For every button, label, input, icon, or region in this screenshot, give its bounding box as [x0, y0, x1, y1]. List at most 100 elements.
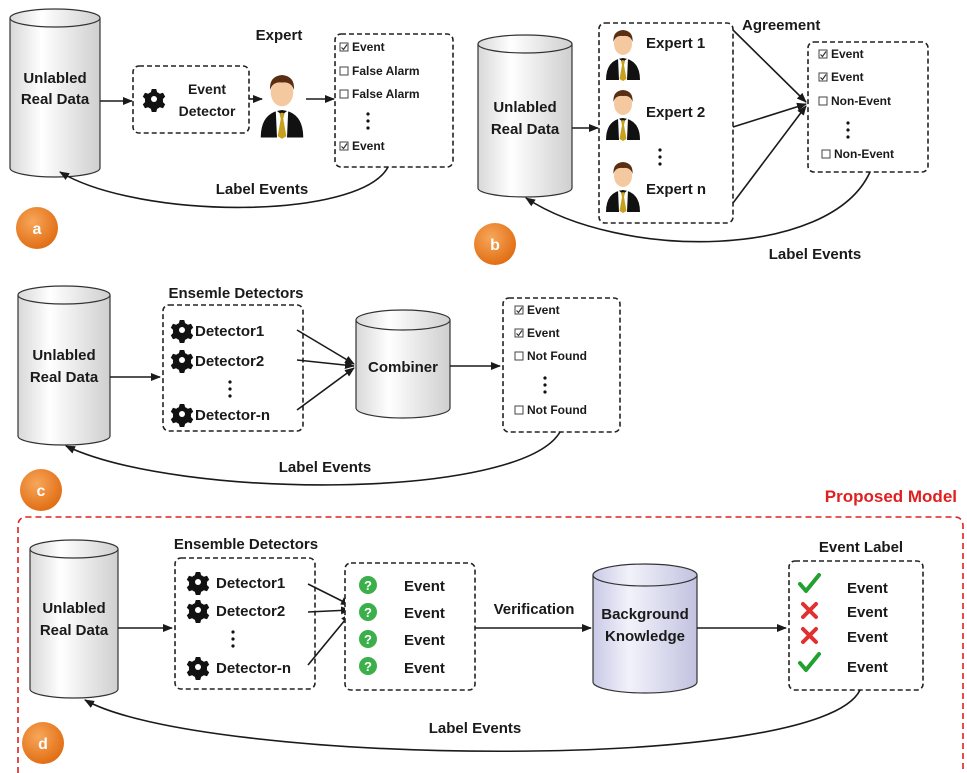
expert-person-icon [260, 75, 304, 139]
svg-text:?: ? [364, 605, 372, 620]
vertical-ellipsis [228, 380, 232, 398]
output-list-box [334, 33, 454, 168]
cross-icon [801, 627, 818, 644]
database-label: Unlabled [23, 70, 86, 87]
flow-arrow [732, 105, 807, 204]
output-item: Not Found [527, 403, 587, 417]
database-label: Unlabled [32, 347, 95, 364]
database-label: Real Data [30, 369, 99, 386]
database-cylinder: Unlabled Real Data [477, 34, 573, 198]
detector-label: Detector1 [216, 575, 285, 592]
svg-text:?: ? [364, 578, 372, 593]
checkbox-icon [339, 89, 349, 99]
background-knowledge-label: Background [601, 606, 689, 623]
checkbox-checked-icon [818, 72, 828, 82]
panel-badge: d [22, 722, 64, 764]
panel-badge: c [20, 469, 62, 511]
agreement-label: Agreement [742, 17, 820, 34]
checkbox-checked-icon [818, 49, 828, 59]
detector-label: Detector1 [195, 323, 264, 340]
output-item: False Alarm [352, 64, 420, 78]
output-item: Event [831, 47, 864, 61]
flow-arrow [307, 583, 351, 606]
expert-label: Expert 1 [646, 35, 705, 52]
svg-text:c: c [37, 483, 46, 500]
result-event: Event [847, 629, 888, 646]
event-label-title: Event Label [819, 539, 903, 556]
detector-label: Detector-n [216, 660, 291, 677]
proposed-model-border [17, 516, 964, 773]
vertical-ellipsis [366, 112, 370, 130]
svg-text:d: d [38, 736, 48, 753]
database-label: Unlabled [493, 99, 556, 116]
feedback-arrow [525, 171, 871, 243]
checkbox-icon [818, 96, 828, 106]
detector-label: Detector-n [195, 407, 270, 424]
database-label: Real Data [21, 91, 90, 108]
background-knowledge-label: Knowledge [605, 628, 685, 645]
label-events-text: Label Events [769, 246, 862, 263]
output-item: Event [527, 303, 560, 317]
expert-label: Expert n [646, 181, 706, 198]
checkbox-checked-icon [339, 42, 349, 52]
database-label: Real Data [40, 622, 109, 639]
candidate-event: Event [404, 605, 445, 622]
event-label-box [788, 560, 924, 691]
output-list-box [502, 297, 621, 433]
question-icon: ? [359, 630, 377, 648]
output-item: Event [352, 40, 385, 54]
flow-arrow [732, 102, 807, 128]
candidate-event: Event [404, 660, 445, 677]
ensemble-detectors-box [174, 557, 316, 690]
result-event: Event [847, 659, 888, 676]
candidate-event: Event [404, 578, 445, 595]
checkbox-checked-icon [514, 305, 524, 315]
checkbox-icon [514, 351, 524, 361]
combiner-label: Combiner [368, 359, 438, 376]
panel-a: Unlabled Real Data Event Detector Expert… [9, 8, 454, 249]
output-item: Not Found [527, 349, 587, 363]
question-icon: ? [359, 657, 377, 675]
detector-label: Detector2 [195, 353, 264, 370]
flow-arrow [732, 29, 807, 103]
database-label: Real Data [491, 121, 560, 138]
combiner-cylinder: Combiner [355, 309, 451, 419]
ensemble-title: Ensemble Detectors [174, 536, 318, 553]
svg-text:?: ? [364, 632, 372, 647]
vertical-ellipsis [658, 148, 662, 166]
checkbox-icon [514, 405, 524, 415]
svg-text:a: a [33, 221, 42, 238]
output-item: Event [831, 70, 864, 84]
output-list-box [807, 41, 929, 173]
question-icon: ? [359, 576, 377, 594]
flow-arrow [307, 606, 351, 615]
vertical-ellipsis [846, 121, 850, 139]
panel-c: Unlabled Real Data Ensemle Detectors Det… [17, 285, 621, 511]
output-item: Non-Event [834, 147, 894, 161]
question-icon: ? [359, 603, 377, 621]
checkbox-icon [821, 149, 831, 159]
database-cylinder: Unlabled Real Data [17, 285, 111, 446]
feedback-arrow [84, 689, 861, 753]
panel-badge: a [16, 207, 58, 249]
checkbox-checked-icon [514, 328, 524, 338]
panel-b: Unlabled Real Data Expert 1 Expert 2 Exp… [474, 17, 929, 265]
background-knowledge-cylinder: Background Knowledge [592, 563, 698, 694]
svg-text:b: b [490, 237, 500, 254]
checkbox-checked-icon [339, 141, 349, 151]
output-item: False Alarm [352, 87, 420, 101]
flow-arrow [296, 329, 355, 365]
svg-text:?: ? [364, 659, 372, 674]
vertical-ellipsis [543, 376, 547, 394]
panel-badge: b [474, 223, 516, 265]
feedback-arrow [59, 166, 389, 209]
checkbox-icon [339, 66, 349, 76]
database-cylinder: Unlabled Real Data [9, 8, 101, 178]
check-icon [798, 573, 821, 593]
verification-label: Verification [494, 601, 575, 618]
output-item: Event [527, 326, 560, 340]
proposed-model-title: Proposed Model [825, 487, 957, 506]
result-event: Event [847, 580, 888, 597]
output-item: Non-Event [831, 94, 891, 108]
ensemble-title: Ensemle Detectors [168, 285, 303, 302]
